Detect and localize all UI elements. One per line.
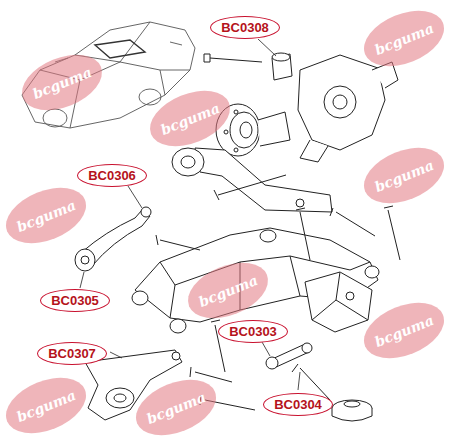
- trailing-arm: [172, 148, 332, 212]
- watermark: bcguma: [30, 63, 94, 101]
- watermark-logo: bcguma: [14, 44, 110, 121]
- watermark-logo: bcguma: [180, 252, 276, 329]
- watermark: bcguma: [372, 19, 436, 57]
- watermark-logo: bcguma: [142, 80, 238, 157]
- callout-ellipse: BC0307: [37, 342, 107, 365]
- mounting-bracket: [305, 272, 372, 332]
- part-number: BC0308: [221, 20, 269, 35]
- control-link: [266, 343, 312, 369]
- leader-lines: [80, 39, 300, 390]
- part-number: BC0304: [274, 397, 322, 412]
- watermark: bcguma: [144, 388, 208, 426]
- callout-ellipse: BC0306: [77, 164, 147, 187]
- watermark-logo: bcguma: [356, 137, 450, 214]
- watermark-logo: bcguma: [0, 367, 94, 438]
- upper-arm: [75, 207, 151, 271]
- watermark: bcguma: [372, 156, 436, 194]
- watermark: bcguma: [14, 196, 78, 234]
- watermark-logo: bcguma: [356, 292, 450, 369]
- crossmember: [132, 228, 379, 333]
- watermark: bcguma: [14, 386, 78, 424]
- watermark: bcguma: [196, 271, 260, 309]
- part-number: BC0305: [51, 293, 99, 308]
- part-number: BC0307: [48, 346, 96, 361]
- watermark: bcguma: [158, 99, 222, 137]
- knuckle: [298, 55, 398, 162]
- callout-ellipse: BC0303: [218, 320, 288, 343]
- watermark-logo: bcguma: [128, 369, 224, 438]
- callout-ellipse: BC0308: [210, 16, 280, 39]
- watermark-logo: bcguma: [0, 177, 94, 254]
- part-number: BC0303: [229, 324, 277, 339]
- bump-stop: [332, 400, 372, 421]
- knuckle-bushing: [272, 53, 292, 80]
- callout-ellipse: BC0304: [263, 393, 333, 416]
- callout-ellipse: BC0305: [40, 289, 110, 312]
- watermark-logo: bcguma: [356, 0, 450, 76]
- part-number: BC0306: [88, 168, 136, 183]
- watermark: bcguma: [372, 311, 436, 349]
